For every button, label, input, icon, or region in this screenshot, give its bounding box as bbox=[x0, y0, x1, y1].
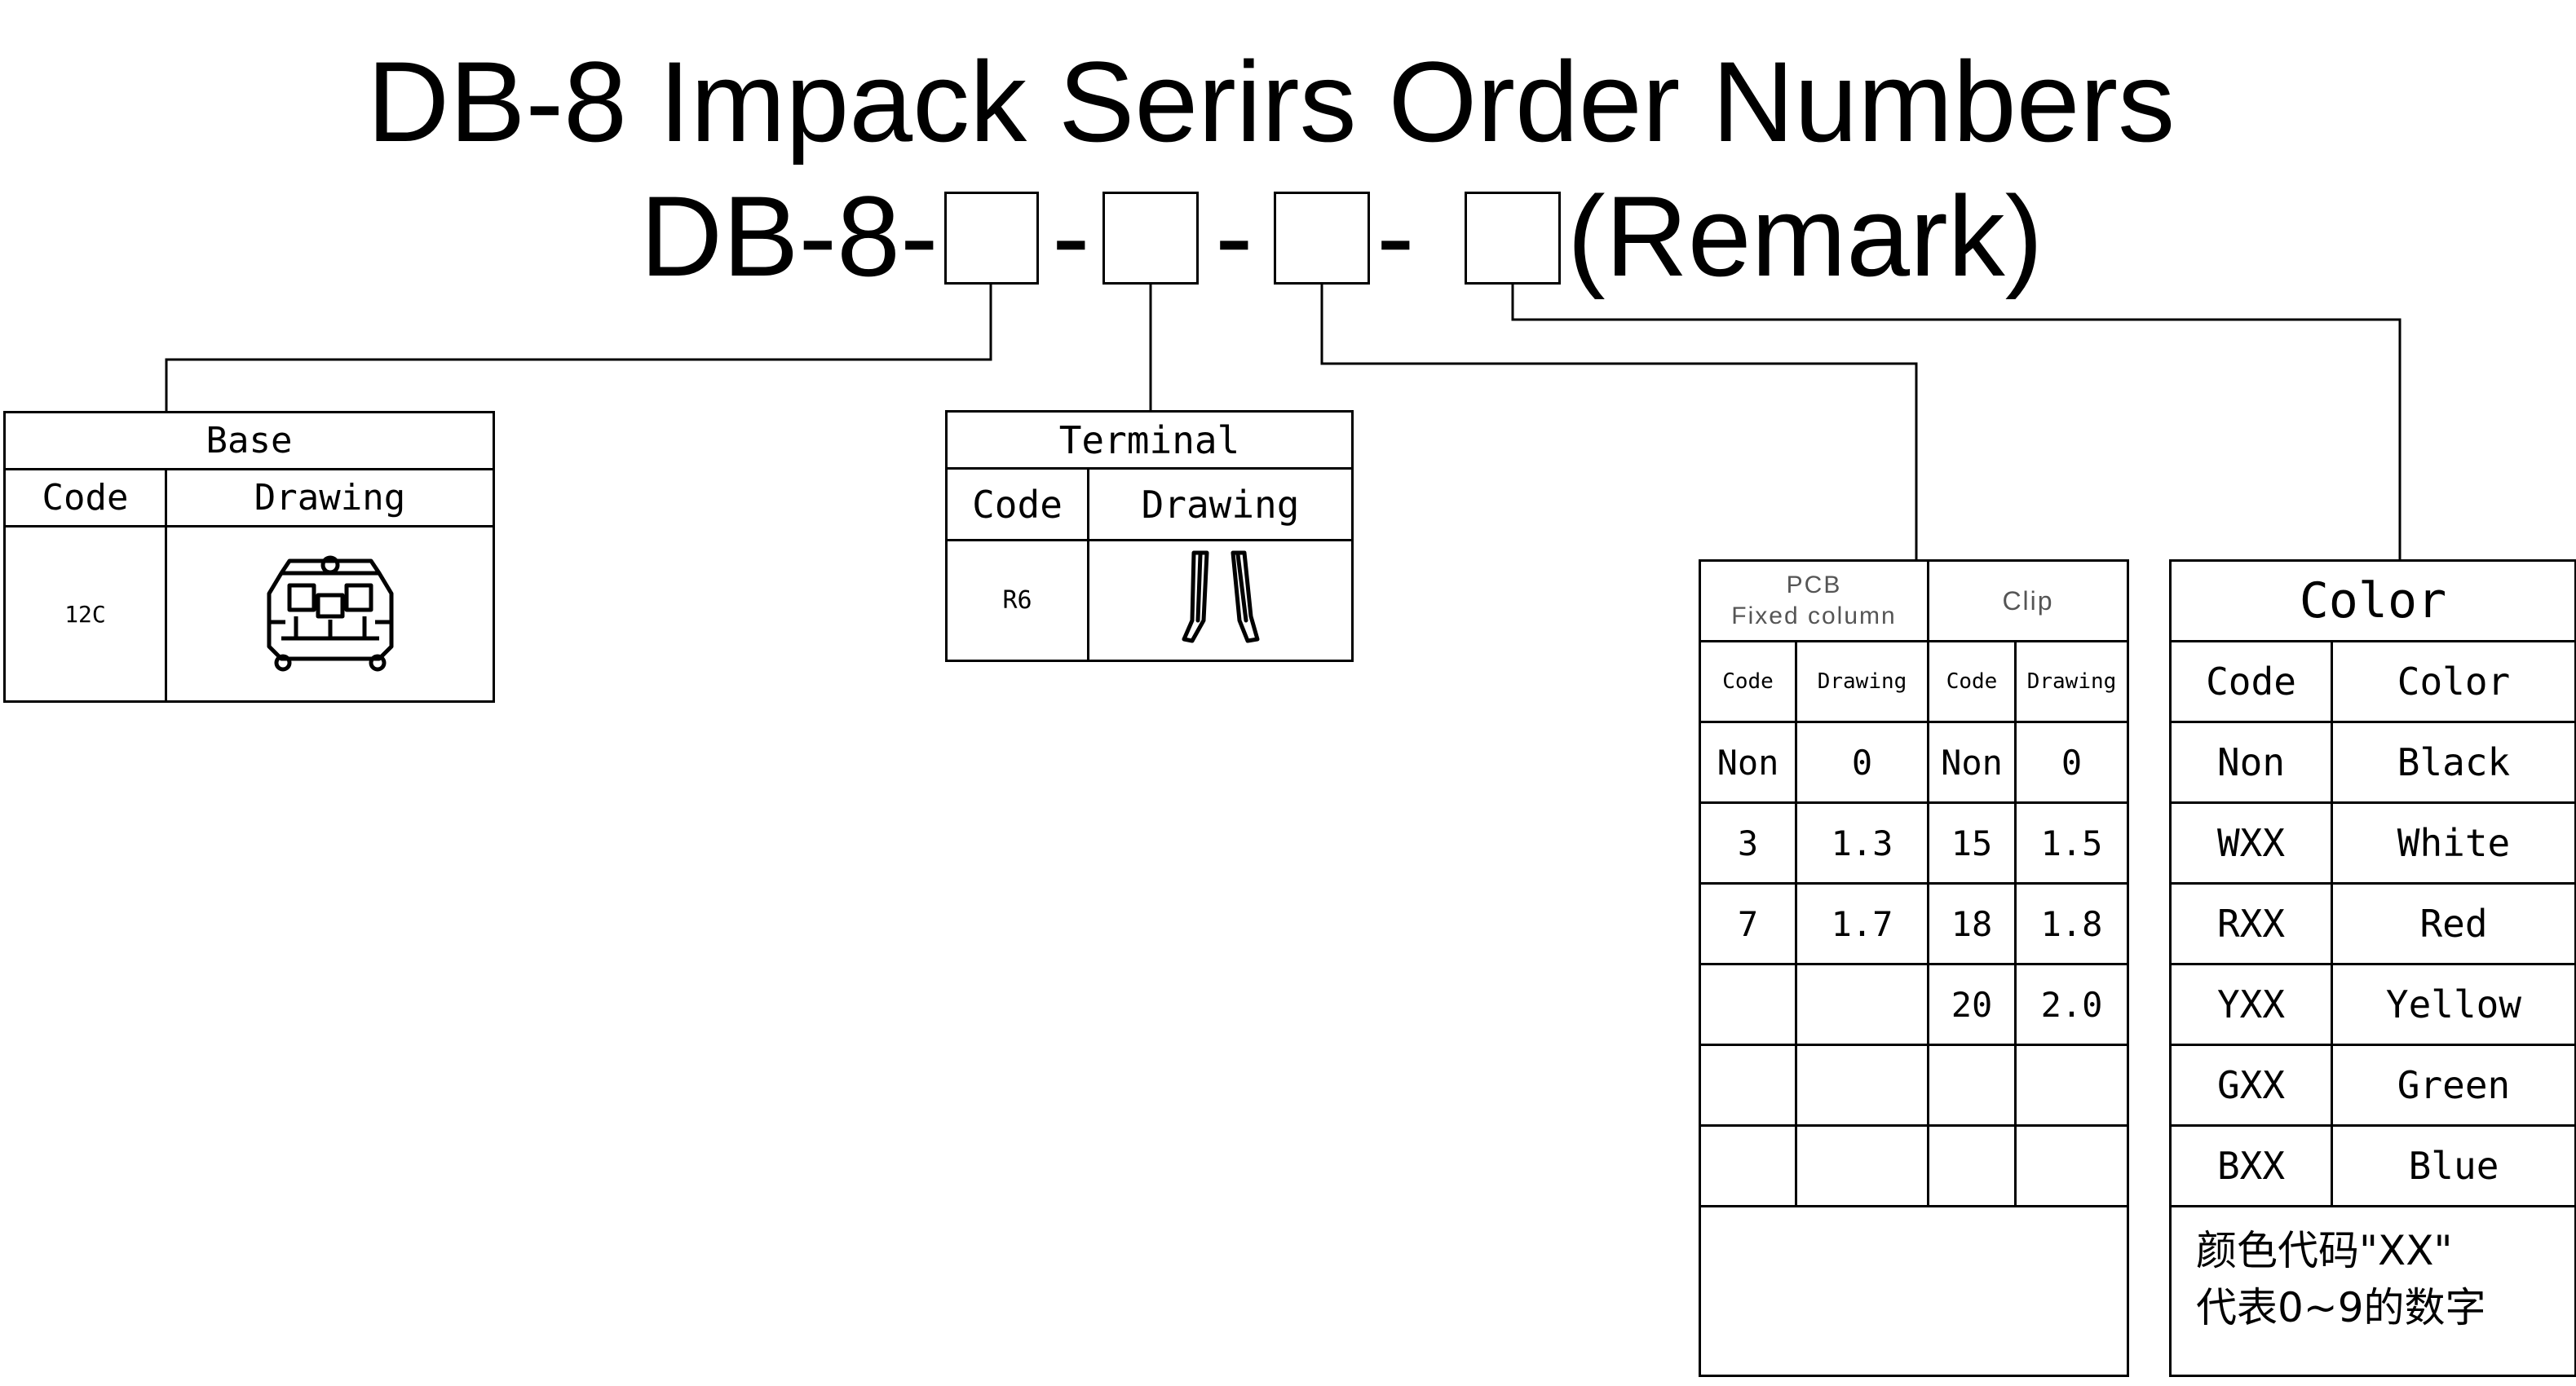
table-row: BXX Blue bbox=[2169, 1124, 2576, 1207]
connector-pcb-clip bbox=[1320, 285, 1918, 559]
base-header-drawing: Drawing bbox=[165, 468, 495, 527]
color-name-cell: White bbox=[2331, 801, 2576, 885]
base-table-title: Base bbox=[3, 411, 495, 470]
pcb-code-cell bbox=[1699, 1124, 1797, 1207]
color-code-cell: WXX bbox=[2169, 801, 2333, 885]
order-code-separator-1: - bbox=[1052, 172, 1090, 300]
color-header-color: Color bbox=[2331, 640, 2576, 723]
clip-section-title: Clip bbox=[1927, 559, 2129, 642]
pcb-code-cell: 3 bbox=[1699, 801, 1797, 885]
color-name-cell: Red bbox=[2331, 882, 2576, 965]
table-row: 20 2.0 bbox=[1699, 963, 2129, 1046]
terminal-header-code: Code bbox=[945, 467, 1089, 541]
order-slot-color bbox=[1465, 192, 1561, 285]
table-row: Non 0 Non 0 bbox=[1699, 721, 2129, 804]
clip-value-cell: 0 bbox=[2014, 721, 2129, 804]
order-slot-pcb-clip bbox=[1274, 192, 1370, 285]
clip-value-cell: 1.5 bbox=[2014, 801, 2129, 885]
table-row: RXX Red bbox=[2169, 882, 2576, 965]
clip-code-cell bbox=[1927, 1044, 2017, 1127]
pcb-code-cell bbox=[1699, 963, 1797, 1046]
color-note-line2: 代表0~9的数字 bbox=[2196, 1284, 2486, 1331]
base-drawing-cell bbox=[165, 525, 495, 703]
clip-code-cell: 20 bbox=[1927, 963, 2017, 1046]
connector-color bbox=[1511, 285, 2401, 559]
pcb-value-cell: 1.3 bbox=[1795, 801, 1929, 885]
clip-code-cell: Non bbox=[1927, 721, 2017, 804]
color-note-line1: 颜色代码"XX" bbox=[2196, 1227, 2453, 1274]
pcb-code-cell bbox=[1699, 1044, 1797, 1127]
color-code-cell: Non bbox=[2169, 721, 2333, 804]
base-header-code: Code bbox=[3, 468, 167, 527]
pcb-code-cell: Non bbox=[1699, 721, 1797, 804]
clip-header-code: Code bbox=[1927, 640, 2017, 723]
pcb-value-cell bbox=[1795, 1044, 1929, 1127]
pcb-section-title: PCB Fixed column bbox=[1699, 559, 1929, 642]
clip-code-cell: 18 bbox=[1927, 882, 2017, 965]
clip-header-drawing: Drawing bbox=[2014, 640, 2129, 723]
table-row: WXX White bbox=[2169, 801, 2576, 885]
pcb-title-line1: PCB bbox=[1786, 572, 1842, 598]
order-code-remark: (Remark) bbox=[1567, 172, 2044, 300]
color-code-cell: RXX bbox=[2169, 882, 2333, 965]
order-slot-terminal bbox=[1102, 192, 1199, 285]
clip-value-cell bbox=[2014, 1124, 2129, 1207]
table-row: Non Black bbox=[2169, 721, 2576, 804]
order-code-row: DB-8- - - - (Remark) bbox=[0, 167, 2576, 306]
color-code-cell: YXX bbox=[2169, 963, 2333, 1046]
table-row: GXX Green bbox=[2169, 1044, 2576, 1127]
pcb-code-cell: 7 bbox=[1699, 882, 1797, 965]
terminal-table-title: Terminal bbox=[945, 410, 1354, 470]
clip-code-cell: 15 bbox=[1927, 801, 2017, 885]
pcb-header-drawing: Drawing bbox=[1795, 640, 1929, 723]
diagram-title: DB-8 Impack Serirs Order Numbers bbox=[367, 38, 2176, 166]
pcb-header-code: Code bbox=[1699, 640, 1797, 723]
color-table-title: Color bbox=[2169, 559, 2576, 642]
clip-value-cell bbox=[2014, 1044, 2129, 1127]
pcb-value-cell bbox=[1795, 963, 1929, 1046]
clip-value-cell: 2.0 bbox=[2014, 963, 2129, 1046]
connector-base bbox=[165, 285, 992, 411]
pcb-title-line2: Fixed column bbox=[1731, 603, 1897, 629]
color-name-cell: Yellow bbox=[2331, 963, 2576, 1046]
pcb-clip-empty-footer bbox=[1699, 1205, 2129, 1377]
pcb-value-cell bbox=[1795, 1124, 1929, 1207]
table-row: 7 1.7 18 1.8 bbox=[1699, 882, 2129, 965]
terminal-code-cell: R6 bbox=[945, 539, 1089, 662]
color-name-cell: Green bbox=[2331, 1044, 2576, 1127]
clip-code-cell bbox=[1927, 1124, 2017, 1207]
table-row: YXX Yellow bbox=[2169, 963, 2576, 1046]
color-name-cell: Black bbox=[2331, 721, 2576, 804]
base-table: Base Code Drawing 12C bbox=[3, 411, 495, 703]
order-code-prefix: DB-8- bbox=[640, 172, 939, 300]
terminal-header-drawing: Drawing bbox=[1087, 467, 1354, 541]
color-code-note: 颜色代码"XX" 代表0~9的数字 bbox=[2169, 1205, 2576, 1377]
clip-value-cell: 1.8 bbox=[2014, 882, 2129, 965]
pcb-value-cell: 1.7 bbox=[1795, 882, 1929, 965]
color-code-cell: BXX bbox=[2169, 1124, 2333, 1207]
order-code-separator-3: - bbox=[1376, 172, 1415, 300]
table-row bbox=[1699, 1044, 2129, 1127]
table-row: 3 1.3 15 1.5 bbox=[1699, 801, 2129, 885]
pcb-clip-table: PCB Fixed column Clip Code Drawing Code … bbox=[1699, 559, 2129, 1377]
order-code-separator-2: - bbox=[1215, 172, 1253, 300]
table-row bbox=[1699, 1124, 2129, 1207]
color-header-code: Code bbox=[2169, 640, 2333, 723]
base-code-cell: 12C bbox=[3, 525, 167, 703]
base-relay-drawing-icon bbox=[267, 555, 393, 671]
color-table: Color Code Color Non Black WXX White RXX… bbox=[2169, 559, 2576, 1377]
color-code-cell: GXX bbox=[2169, 1044, 2333, 1127]
terminal-table: Terminal Code Drawing R6 bbox=[945, 410, 1354, 662]
color-name-cell: Blue bbox=[2331, 1124, 2576, 1207]
terminal-pins-drawing-icon bbox=[1182, 550, 1259, 643]
terminal-drawing-cell bbox=[1087, 539, 1354, 662]
pcb-value-cell: 0 bbox=[1795, 721, 1929, 804]
order-slot-base bbox=[944, 192, 1039, 285]
